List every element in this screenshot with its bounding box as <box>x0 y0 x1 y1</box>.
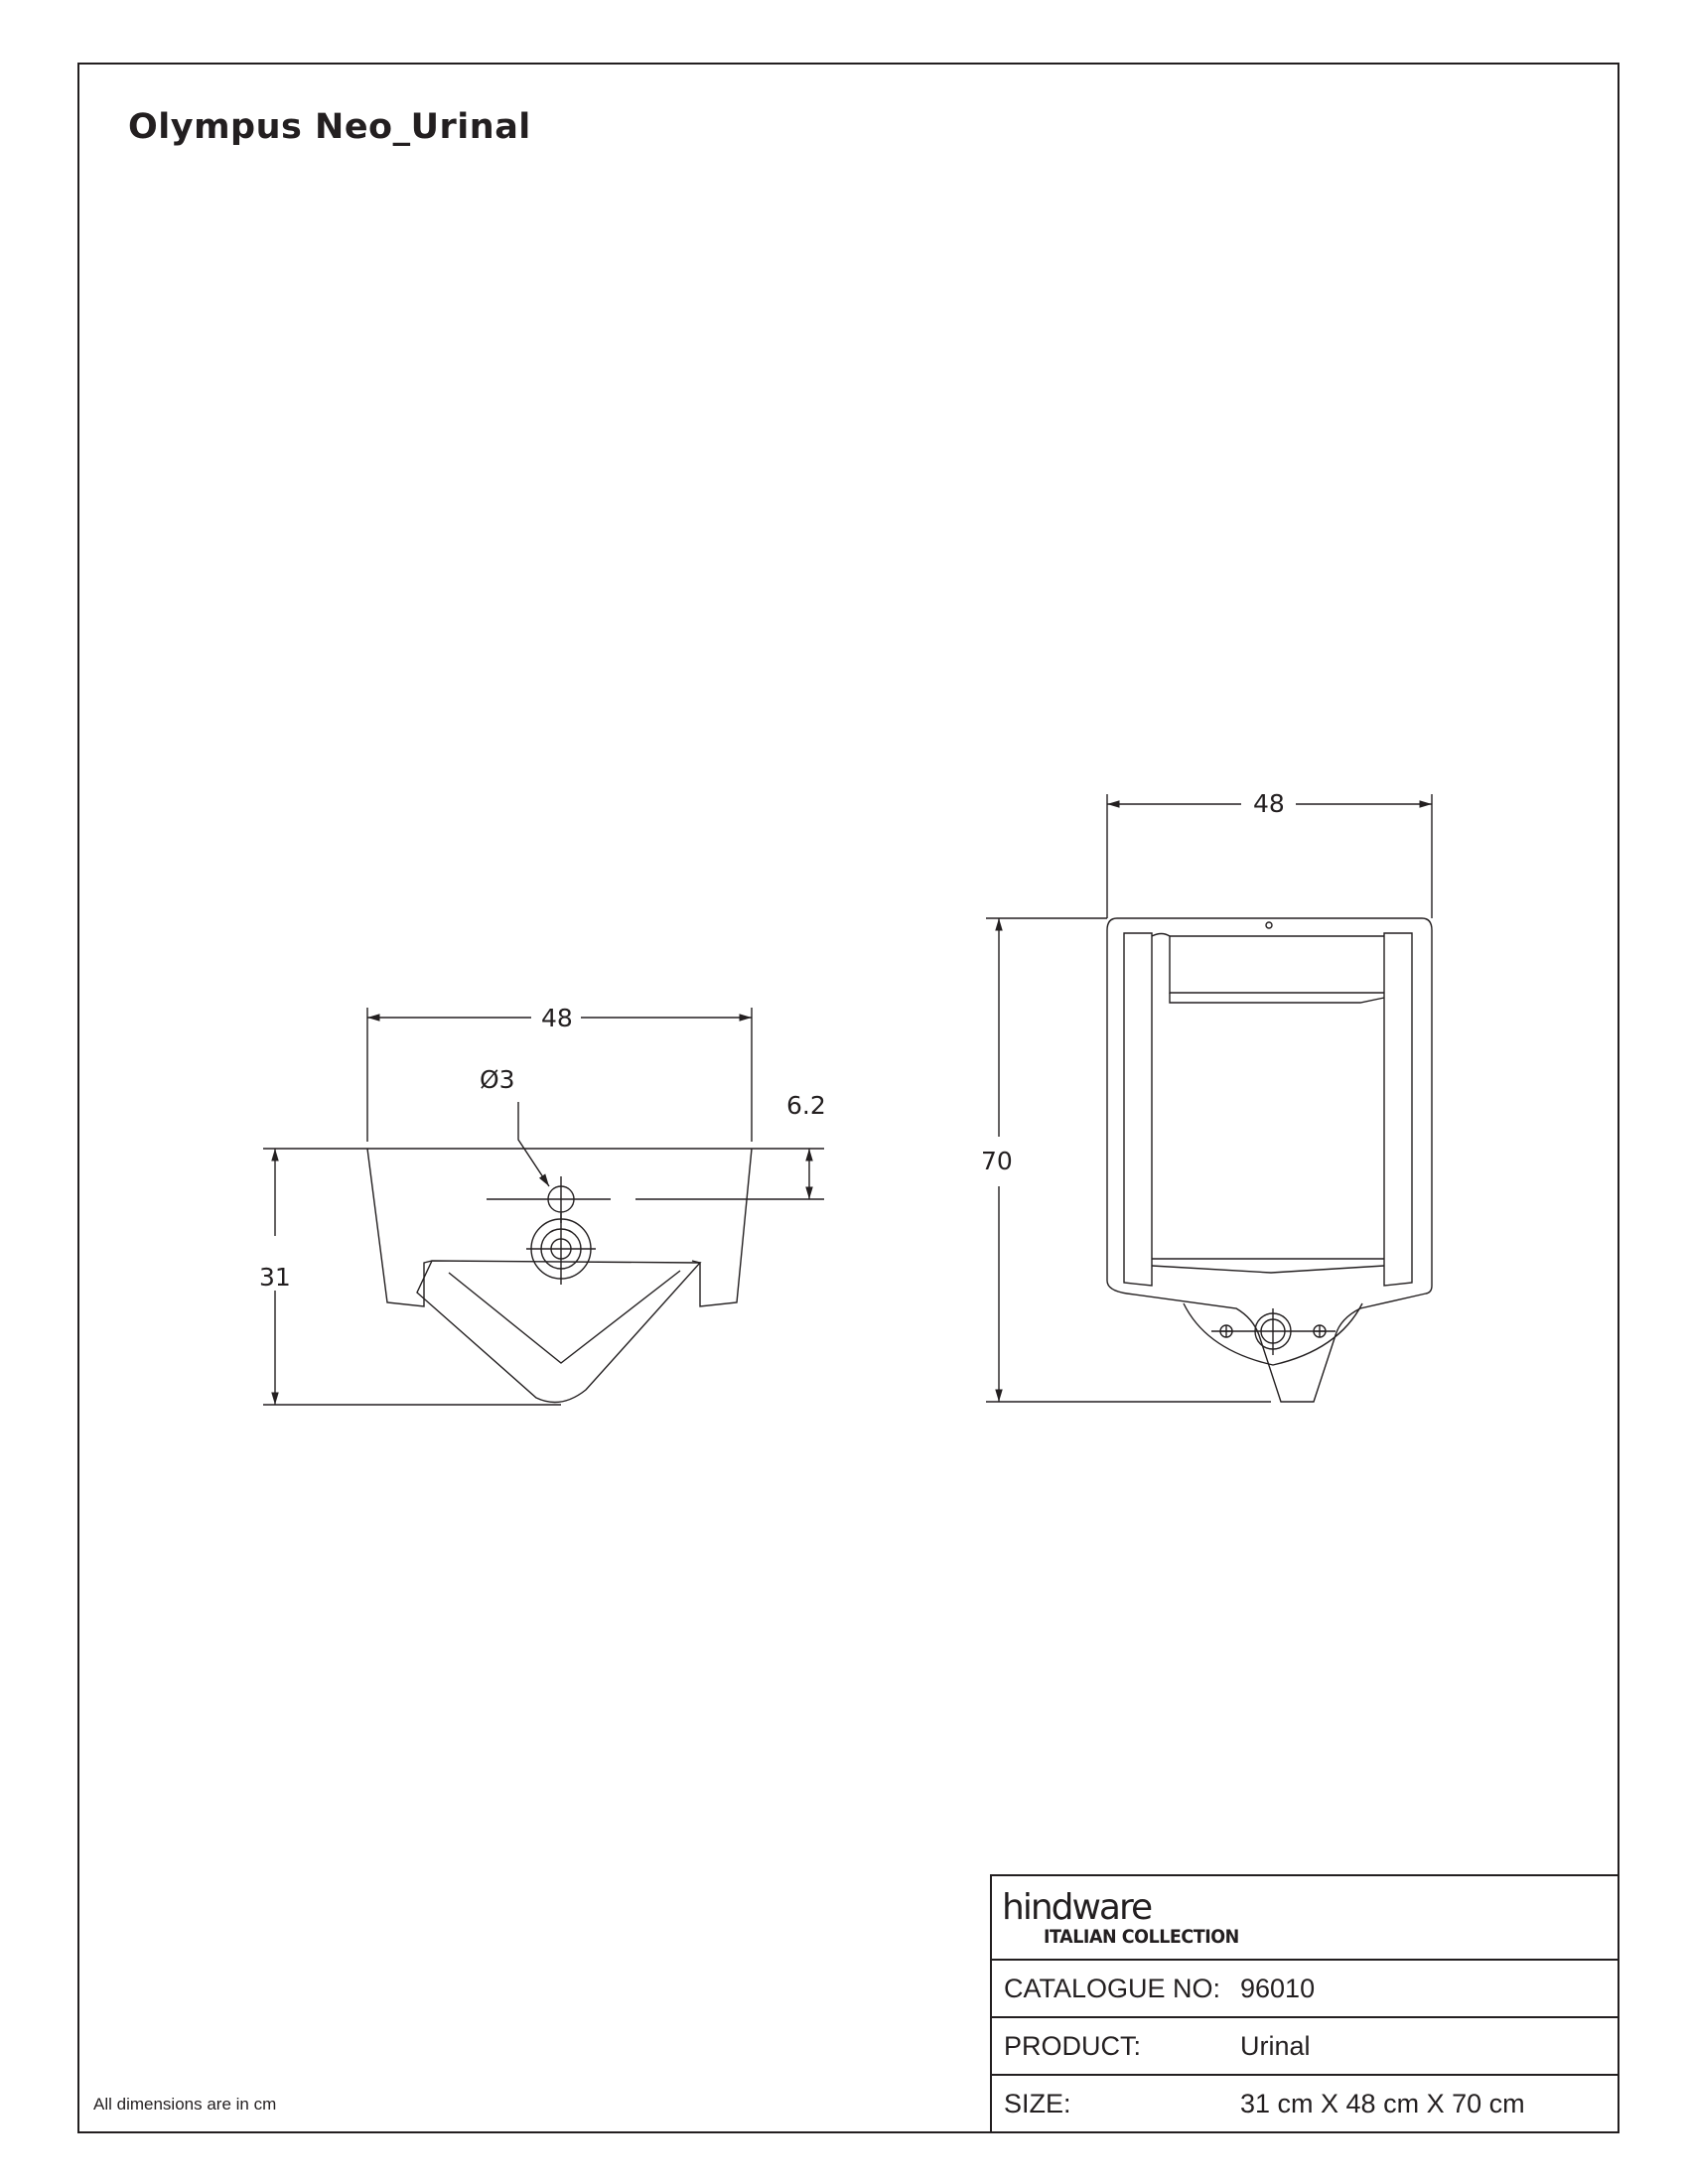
top-view-width-label: 48 <box>541 1004 573 1032</box>
product-row: PRODUCT: Urinal <box>992 2018 1618 2076</box>
top-view-depth-label: 31 <box>259 1263 291 1292</box>
product-value: Urinal <box>1240 2031 1311 2061</box>
dimensions-note: All dimensions are in cm <box>93 2095 277 2114</box>
front-view-width-label: 48 <box>1253 789 1285 818</box>
front-view <box>986 794 1433 1403</box>
top-view-hole-label: Ø3 <box>480 1065 515 1094</box>
brand-subtitle: ITALIAN COLLECTION <box>1044 1926 1239 1948</box>
catalogue-value: 96010 <box>1240 1974 1316 2003</box>
size-row: SIZE: 31 cm X 48 cm X 70 cm <box>992 2076 1618 2133</box>
page-title: Olympus Neo_Urinal <box>128 107 531 147</box>
title-block: hindware ITALIAN COLLECTION CATALOGUE NO… <box>990 1874 1619 2133</box>
product-label: PRODUCT: <box>1004 2031 1142 2061</box>
top-view <box>263 1008 824 1406</box>
drawing-sheet-border <box>77 63 1619 2133</box>
brand-logo: hindware ITALIAN COLLECTION <box>992 1876 1618 1961</box>
brand-name: hindware <box>1002 1887 1153 1928</box>
front-view-height-label: 70 <box>981 1147 1013 1175</box>
size-label: SIZE: <box>1004 2089 1071 2118</box>
catalogue-row: CATALOGUE NO: 96010 <box>992 1961 1618 2018</box>
catalogue-label: CATALOGUE NO: <box>1004 1974 1221 2003</box>
top-view-offset-label: 6.2 <box>786 1091 826 1120</box>
size-value: 31 cm X 48 cm X 70 cm <box>1240 2089 1525 2118</box>
